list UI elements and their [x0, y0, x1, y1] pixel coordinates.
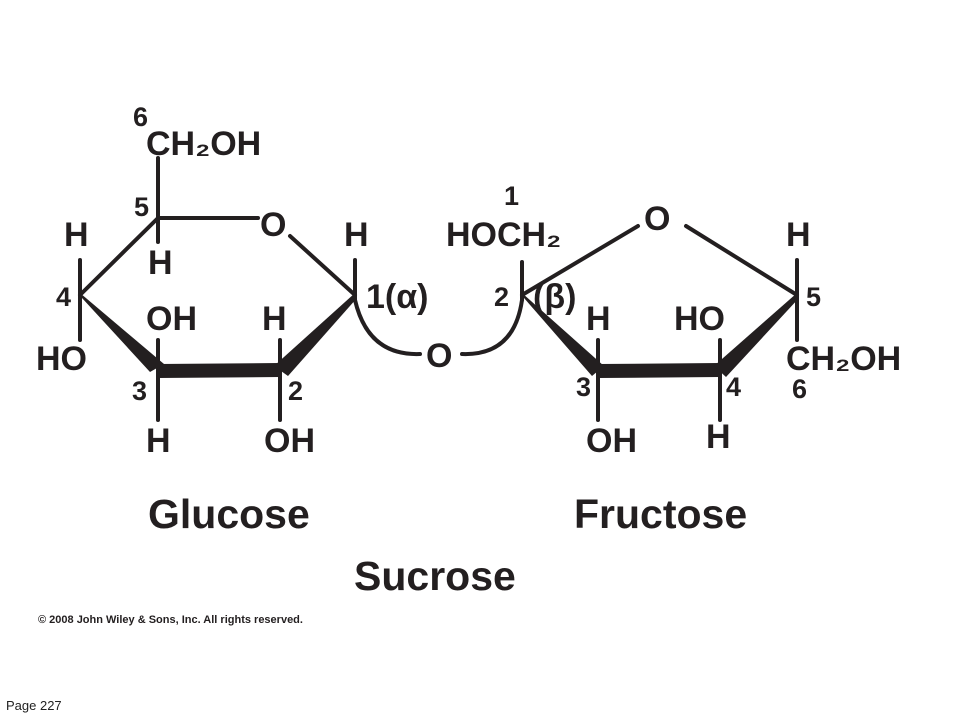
- glycosidic-oxygen: O: [426, 337, 452, 375]
- fructose-c5-number: 5: [806, 282, 821, 312]
- glucose-c3-number: 3: [132, 376, 147, 406]
- glucose-ring-oxygen: O: [260, 206, 286, 244]
- fructose-c2-number: 2: [494, 282, 509, 312]
- copyright-notice: © 2008 John Wiley & Sons, Inc. All right…: [38, 614, 303, 626]
- fructose-c1-number: 1: [504, 181, 519, 211]
- glucose-c4-number: 4: [56, 282, 71, 312]
- glucose-oh2-label: OH: [264, 422, 315, 460]
- glucose-c6-number: 6: [133, 102, 148, 132]
- fructose-c6-number: 6: [792, 374, 807, 404]
- glucose-ho4-label: HO: [36, 340, 87, 378]
- fructose-ring: [460, 224, 799, 422]
- glucose-h2-label: H: [262, 300, 287, 338]
- fructose-ch2oh-label: CH₂OH: [786, 340, 901, 378]
- glucose-name: Glucose: [148, 491, 310, 537]
- glucose-h3-label: H: [146, 422, 171, 460]
- fructose-oh3-label: OH: [586, 422, 637, 460]
- glucose-ch2oh-label: CH₂OH: [146, 125, 261, 163]
- fructose-name: Fructose: [574, 491, 747, 537]
- glucose-h5-label: H: [148, 244, 173, 282]
- fructose-h3-label: H: [586, 300, 611, 338]
- fructose-c4-number: 4: [726, 372, 741, 402]
- glucose-c5-number: 5: [134, 192, 149, 222]
- sucrose-title: Sucrose: [354, 553, 516, 599]
- fructose-ho4-label: HO: [674, 300, 725, 338]
- glucose-h4-label: H: [64, 216, 89, 254]
- glucose-c2-number: 2: [288, 376, 303, 406]
- fructose-h4-label: H: [706, 418, 731, 456]
- glucose-oh3-label: OH: [146, 300, 197, 338]
- glucose-h1-label: H: [344, 216, 369, 254]
- fructose-c3-number: 3: [576, 372, 591, 402]
- fructose-hoch2-label: HOCH₂: [446, 216, 561, 254]
- page-number-label: Page 227: [6, 698, 62, 713]
- glucose-ring: [78, 156, 422, 422]
- fructose-ring-oxygen: O: [644, 200, 670, 238]
- fructose-beta-label: (β): [533, 278, 576, 316]
- glucose-c1-alpha-label: 1(α): [366, 278, 428, 316]
- fructose-h5-label: H: [786, 216, 811, 254]
